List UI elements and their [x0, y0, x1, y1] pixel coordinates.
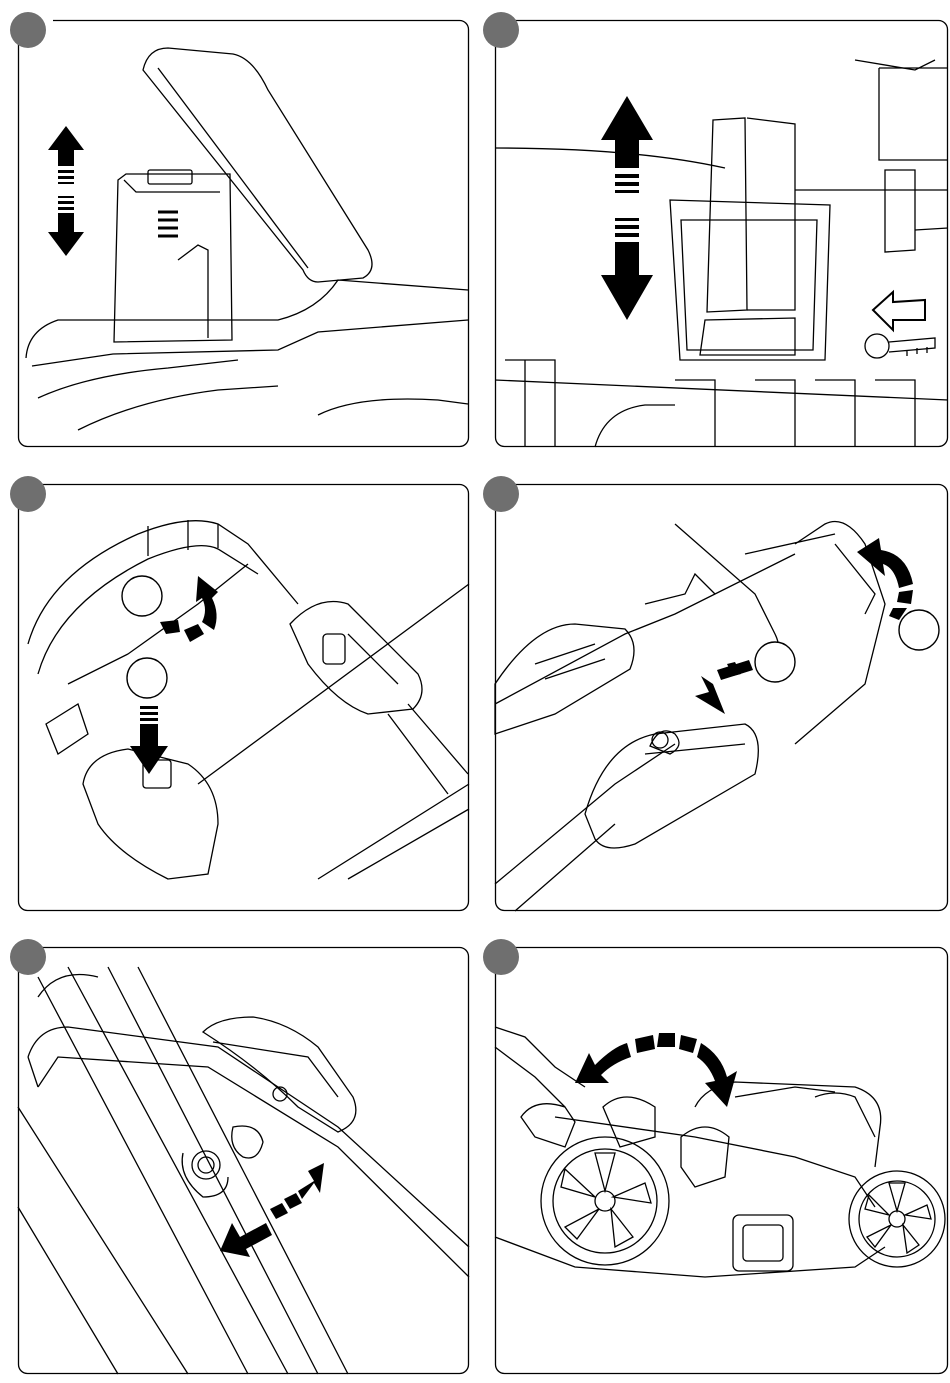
battery-insert-illustration — [18, 20, 469, 447]
safety-key-illustration — [495, 20, 948, 447]
handle-lock-illustration — [495, 484, 948, 911]
battery-icon — [114, 170, 232, 342]
step-circle-icon — [755, 610, 939, 682]
panel-handle-adjust — [18, 947, 469, 1374]
safety-key-icon — [700, 118, 795, 355]
diagonal-double-arrow-icon — [220, 1163, 324, 1257]
curved-arrow-icon — [857, 538, 913, 620]
step-badge-icon — [483, 939, 519, 975]
handle-bar-icon — [28, 520, 298, 754]
panel-handle-lock — [495, 484, 948, 911]
curved-arrow-icon — [160, 576, 218, 642]
control-box-icon — [203, 1017, 356, 1132]
panel-safety-key — [495, 20, 948, 447]
knob-icon — [652, 732, 668, 748]
panel-battery-insert — [18, 20, 469, 447]
key-icon — [865, 334, 935, 358]
curved-double-arrow-icon — [575, 1033, 737, 1107]
left-arrow-icon — [873, 292, 925, 330]
upper-bracket-icon — [855, 60, 948, 252]
lid-icon — [143, 48, 372, 282]
step-circle-icon — [122, 576, 167, 698]
diagonal-arrow-icon — [695, 660, 753, 714]
step-badge-icon — [10, 939, 46, 975]
switch-housing-icon — [670, 200, 830, 360]
mower-body-icon — [26, 280, 468, 430]
control-box-icon — [495, 624, 758, 848]
handle-fold-illustration — [18, 484, 469, 911]
control-box-icon — [290, 602, 468, 795]
double-vertical-arrow-icon — [48, 126, 84, 256]
down-arrow-icon — [130, 706, 168, 774]
height-lever-icon — [521, 1097, 729, 1187]
handle-adjust-illustration — [18, 947, 469, 1374]
panel-handle-fold — [18, 484, 469, 911]
step-badge-icon — [483, 476, 519, 512]
handle-bar-icon — [495, 522, 885, 912]
step-badge-icon — [10, 12, 46, 48]
height-adjust-illustration — [495, 947, 948, 1374]
double-vertical-arrow-icon — [601, 96, 653, 320]
step-badge-icon — [10, 476, 46, 512]
step-badge-icon — [483, 12, 519, 48]
panel-height-adjust — [495, 947, 948, 1374]
